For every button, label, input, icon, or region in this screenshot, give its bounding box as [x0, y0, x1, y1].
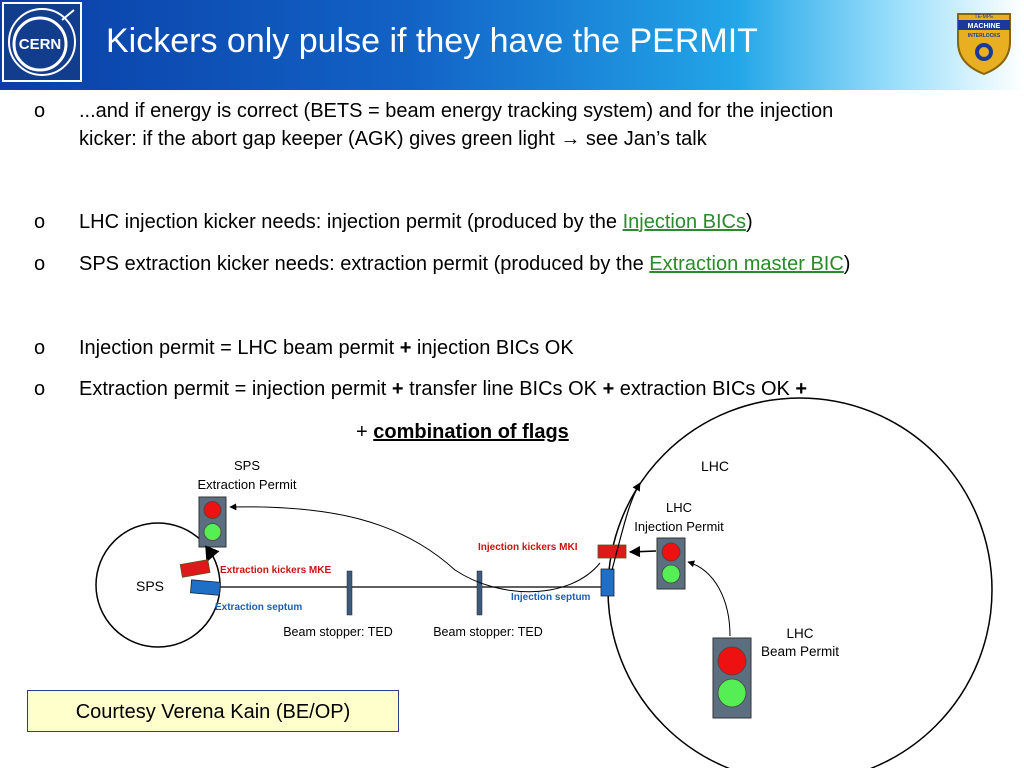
- bullet-marker: o: [34, 100, 46, 122]
- cern-logo: CERN: [2, 2, 82, 82]
- svg-text:CERN: CERN: [19, 36, 62, 53]
- machine-interlocks-badge: MACHINE TE-MPE INTERLOCKS: [957, 13, 1011, 76]
- lhc-ring-label: LHC: [701, 458, 729, 474]
- extraction-master-bic-link: Extraction master BIC: [649, 253, 844, 275]
- red-lamp: [661, 542, 681, 562]
- green-lamp: [203, 523, 222, 541]
- lhc-beam-permit-light: [712, 637, 752, 719]
- courtesy-note: Courtesy Verena Kain (BE/OP): [27, 690, 399, 732]
- sps-permit-arrow: [205, 545, 220, 563]
- lhc-injection-permit-light: [656, 537, 686, 590]
- injection-septum: [600, 568, 615, 597]
- lhc-beam-permit-label-1: LHC: [786, 626, 813, 641]
- beam-stopper-2: [476, 570, 483, 616]
- injection-kickers-label: Injection kickers MKI: [478, 542, 578, 553]
- lhc-beam-permit-label-2: Beam Permit: [761, 644, 839, 659]
- bullet-marker: o: [34, 211, 46, 233]
- lhc-inj-permit-arrow: [628, 546, 657, 558]
- permit-chain-arrow: [229, 503, 601, 593]
- injection-septum-label: Injection septum: [511, 592, 591, 603]
- extraction-septum-label: Extraction septum: [215, 602, 302, 613]
- sps-extraction-permit-light: [198, 496, 227, 548]
- extraction-kicker: [179, 559, 211, 578]
- extraction-kickers-label: Extraction kickers MKE: [220, 565, 331, 576]
- injection-line: [611, 482, 641, 571]
- lhc-beam-permit-arrow: [687, 560, 731, 637]
- title-bar: CERN Kickers only pulse if they have the…: [0, 0, 1024, 90]
- lhc-inj-permit-label-1: LHC: [666, 500, 692, 515]
- injection-bics-link: Injection BICs: [622, 211, 746, 233]
- sps-permit-label-2: Extraction Permit: [198, 477, 297, 492]
- svg-text:MACHINE: MACHINE: [968, 23, 1001, 30]
- bullet-marker: o: [34, 378, 46, 400]
- sps-ring-label: SPS: [136, 578, 164, 594]
- beam-stopper-1-label: Beam stopper: TED: [283, 625, 393, 639]
- red-lamp: [203, 501, 222, 519]
- red-lamp: [717, 646, 747, 676]
- combination-of-flags-line: + combination of flags: [356, 421, 569, 443]
- bullet-marker: o: [34, 337, 46, 359]
- bullet-line: ...and if energy is correct (BETS = beam…: [79, 100, 834, 122]
- bullet-marker: o: [34, 253, 46, 275]
- injection-kicker: [597, 544, 627, 559]
- bullet-text: SPS extraction kicker needs: extraction …: [79, 253, 851, 275]
- svg-text:INTERLOCKS: INTERLOCKS: [968, 33, 1001, 39]
- lhc-inj-permit-label-2: Injection Permit: [634, 519, 724, 534]
- sps-permit-label-1: SPS: [234, 458, 260, 473]
- bullet-text: Injection permit = LHC beam permit + inj…: [79, 337, 574, 359]
- bullet-text: LHC injection kicker needs: injection pe…: [79, 211, 753, 233]
- bullet-line: kicker: if the abort gap keeper (AGK) gi…: [79, 128, 707, 150]
- bullet-text: Extraction permit = injection permit + t…: [79, 378, 808, 400]
- extraction-septum: [190, 579, 221, 596]
- beam-stopper-1: [346, 570, 353, 616]
- green-lamp: [661, 564, 681, 584]
- beam-stopper-2-label: Beam stopper: TED: [433, 625, 543, 639]
- green-lamp: [717, 678, 747, 708]
- slide-title: Kickers only pulse if they have the PERM…: [106, 22, 758, 60]
- svg-text:TE-MPE: TE-MPE: [975, 14, 995, 20]
